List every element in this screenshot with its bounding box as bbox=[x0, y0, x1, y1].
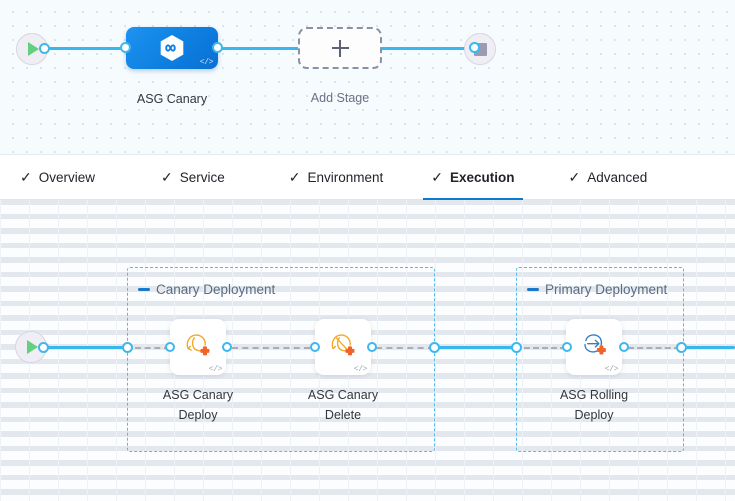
execution-graph-canvas[interactable]: Canary Deployment bbox=[0, 200, 735, 501]
collapse-icon[interactable] bbox=[527, 288, 539, 291]
execution-start-node[interactable] bbox=[15, 331, 47, 363]
pipeline-start-node[interactable] bbox=[16, 33, 48, 65]
tab-service-label: Service bbox=[179, 169, 225, 185]
step-node-asg-canary-deploy[interactable]: </> bbox=[170, 319, 226, 375]
port-asg-canary-deploy-out[interactable] bbox=[222, 342, 232, 352]
step-label-line2: Delete bbox=[324, 408, 362, 422]
play-icon bbox=[28, 42, 39, 56]
step-group-canary-deployment[interactable]: Canary Deployment bbox=[127, 267, 435, 452]
harness-cd-hexagon-icon bbox=[159, 34, 185, 62]
group-title-canary: Canary Deployment bbox=[156, 282, 276, 297]
tab-environment-label: Environment bbox=[307, 169, 384, 185]
step-label-asg-canary-delete: ASG Canary Delete bbox=[283, 385, 403, 425]
step-node-asg-rolling-deploy[interactable]: </> bbox=[566, 319, 622, 375]
step-label-line1: ASG Rolling bbox=[559, 388, 629, 402]
check-icon: ✓ bbox=[431, 169, 444, 185]
tab-execution-label: Execution bbox=[450, 169, 515, 185]
connector-delete-to-group-out bbox=[376, 347, 434, 349]
port-primary-group-in[interactable] bbox=[511, 342, 522, 353]
port-stage-in[interactable] bbox=[120, 42, 131, 53]
step-label-asg-rolling-deploy: ASG Rolling Deploy bbox=[534, 385, 654, 425]
tab-overview[interactable]: ✓ Overview bbox=[18, 155, 97, 200]
step-label-line1: ASG Canary bbox=[307, 388, 379, 402]
tab-advanced-label: Advanced bbox=[587, 169, 648, 185]
step-group-primary-deployment[interactable]: Primary Deployment bbox=[516, 267, 684, 452]
port-asg-canary-delete-in[interactable] bbox=[310, 342, 320, 352]
add-stage-button[interactable] bbox=[298, 27, 382, 69]
group-title-primary: Primary Deployment bbox=[545, 282, 668, 297]
step-code-badge[interactable]: </> bbox=[604, 365, 619, 374]
plus-icon-vertical bbox=[339, 39, 341, 57]
step-code-badge[interactable]: </> bbox=[208, 365, 223, 374]
port-canary-group-in[interactable] bbox=[122, 342, 133, 353]
check-icon: ✓ bbox=[568, 169, 581, 185]
connector-primary-out bbox=[686, 346, 735, 349]
asg-canary-delete-icon bbox=[325, 327, 361, 368]
group-header-primary[interactable]: Primary Deployment bbox=[527, 282, 667, 297]
connector-deploy-to-delete bbox=[232, 347, 310, 349]
port-canary-group-out[interactable] bbox=[429, 342, 440, 353]
collapse-icon[interactable] bbox=[138, 288, 150, 291]
port-asg-canary-delete-out[interactable] bbox=[367, 342, 377, 352]
stage-node-asg-canary[interactable]: </> bbox=[126, 27, 218, 69]
port-primary-group-out[interactable] bbox=[676, 342, 687, 353]
step-label-asg-canary-deploy: ASG Canary Deploy bbox=[138, 385, 258, 425]
stage-config-tabs[interactable]: ✓ Overview ✓ Service ✓ Environment ✓ Exe… bbox=[0, 155, 735, 201]
connector-add-to-end bbox=[380, 47, 476, 50]
step-label-line1: ASG Canary bbox=[162, 388, 234, 402]
stage-code-badge[interactable]: </> bbox=[199, 58, 214, 67]
connector-primary-group-in bbox=[524, 347, 566, 349]
connector-start-to-stage bbox=[42, 47, 134, 50]
tab-overview-label: Overview bbox=[38, 169, 95, 185]
check-icon: ✓ bbox=[161, 169, 173, 185]
asg-rolling-deploy-icon bbox=[576, 327, 612, 368]
asg-canary-deploy-icon bbox=[180, 327, 216, 368]
play-icon bbox=[27, 340, 38, 354]
port-start-out[interactable] bbox=[39, 43, 50, 54]
check-icon: ✓ bbox=[20, 169, 32, 185]
step-code-badge[interactable]: </> bbox=[353, 365, 368, 374]
port-end-in[interactable] bbox=[469, 42, 480, 53]
tab-service[interactable]: ✓ Service bbox=[159, 155, 227, 200]
stage-graph-canvas[interactable]: </> ASG Canary Add Stage bbox=[0, 0, 735, 155]
connector-canary-group-in bbox=[135, 347, 170, 349]
group-header-canary[interactable]: Canary Deployment bbox=[138, 282, 275, 297]
port-stage-out[interactable] bbox=[212, 42, 223, 53]
port-asg-canary-deploy-in[interactable] bbox=[165, 342, 175, 352]
port-asg-rolling-deploy-out[interactable] bbox=[619, 342, 629, 352]
check-icon: ✓ bbox=[288, 169, 301, 185]
stage-node-label: ASG Canary bbox=[136, 92, 208, 106]
connector-stage-to-add bbox=[212, 47, 304, 50]
tab-environment[interactable]: ✓ Environment bbox=[287, 155, 386, 200]
add-stage-label: Add Stage bbox=[310, 91, 370, 105]
connector-start-to-canary-group bbox=[42, 346, 128, 349]
step-node-asg-canary-delete[interactable]: </> bbox=[315, 319, 371, 375]
port-asg-rolling-deploy-in[interactable] bbox=[562, 342, 572, 352]
connector-canary-to-primary bbox=[438, 346, 516, 349]
step-label-line2: Deploy bbox=[178, 408, 218, 422]
step-label-line2: Deploy bbox=[574, 408, 614, 422]
port-exec-start-out[interactable] bbox=[38, 342, 49, 353]
tab-execution[interactable]: ✓ Execution bbox=[423, 155, 523, 201]
connector-rolling-to-group-out bbox=[628, 347, 680, 349]
tab-advanced[interactable]: ✓ Advanced bbox=[567, 155, 650, 200]
